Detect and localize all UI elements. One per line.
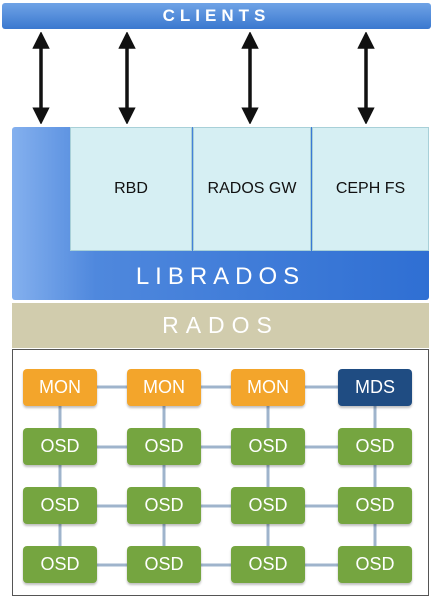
node-mon-3: MON (231, 369, 305, 406)
node-mon-1: MON (23, 369, 97, 406)
service-rbd: RBD (70, 127, 192, 251)
node-osd: OSD (127, 546, 201, 583)
rados-bar: RADOS (12, 303, 429, 348)
client-arrows (32, 32, 375, 124)
service-rados-gw: RADOS GW (193, 127, 311, 251)
clients-bar: CLIENTS (2, 3, 431, 29)
node-osd: OSD (338, 487, 412, 524)
node-mon-2: MON (127, 369, 201, 406)
node-osd: OSD (338, 428, 412, 465)
service-rados-gw-label: RADOS GW (207, 180, 297, 197)
service-ceph-fs-label: CEPH FS (335, 180, 406, 197)
node-osd: OSD (23, 428, 97, 465)
node-osd: OSD (338, 546, 412, 583)
node-osd: OSD (231, 487, 305, 524)
node-osd: OSD (127, 428, 201, 465)
node-osd: OSD (231, 546, 305, 583)
node-osd: OSD (23, 546, 97, 583)
node-osd: OSD (23, 487, 97, 524)
node-mds: MDS (338, 369, 412, 406)
service-rbd-label: RBD (114, 180, 148, 197)
librados-label: LIBRADOS (135, 263, 306, 290)
node-osd: OSD (231, 428, 305, 465)
node-osd: OSD (127, 487, 201, 524)
service-ceph-fs: CEPH FS (312, 127, 429, 251)
